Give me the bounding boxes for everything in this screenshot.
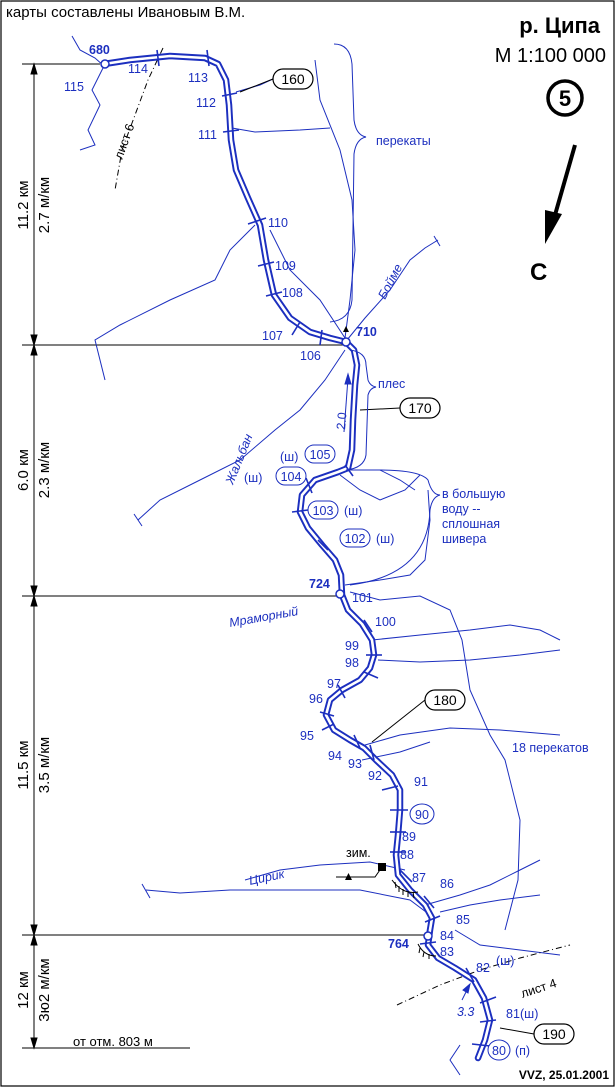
km-100: 100 [375, 615, 396, 629]
km-83: 83 [440, 945, 454, 959]
km-82: 82 [476, 961, 490, 975]
sheet-label-top: лист 6 [112, 122, 138, 161]
km-81: 81 [506, 1007, 520, 1021]
km-87: 87 [412, 871, 426, 885]
flow-speed-2: 3.3 [457, 1005, 474, 1019]
elevation-680: 680 [89, 43, 110, 57]
note-big-water-1: в большую [442, 487, 505, 501]
map-credit: карты составлены Ивановым В.М. [6, 4, 245, 21]
note-big-water-4: шивера [442, 532, 486, 546]
km-91: 91 [414, 775, 428, 789]
section-1-length: 11.2 км [15, 180, 32, 229]
contour-label-180: 180 [433, 692, 457, 708]
km-98: 98 [345, 656, 359, 670]
km-88: 88 [400, 848, 414, 862]
km-105: 105 [310, 448, 331, 462]
sheet-label-bottom: лист 4 [519, 976, 558, 1001]
flow-speed-1: 2.0 [334, 412, 349, 431]
main-river [100, 52, 494, 1062]
km-110: 110 [268, 216, 288, 230]
km-107: 107 [262, 329, 283, 343]
cliff-icon [391, 879, 437, 959]
rapid-mark-82: (ш) [496, 954, 514, 968]
tributary-boyme: Бойме [375, 262, 405, 302]
km-90: 90 [415, 808, 429, 822]
km-115: 115 [64, 80, 84, 94]
section-3-gradient: 3.5 м/км [36, 737, 53, 793]
km-113: 113 [188, 71, 208, 85]
km-108: 108 [282, 286, 303, 300]
km-89: 89 [402, 830, 416, 844]
section-4-gradient: 3ю2 м/км [36, 958, 53, 1021]
tributary-tsirik: Цирик [248, 867, 287, 888]
section-4-length: 12 км [15, 971, 32, 1009]
note-braces [329, 43, 441, 586]
km-102: 102 [345, 532, 366, 546]
contour-label-190: 190 [542, 1026, 566, 1042]
footer-signature: VVZ, 25.01.2001 [519, 1068, 609, 1082]
river-title: р. Ципа [519, 13, 601, 38]
km-92: 92 [368, 769, 382, 783]
km-94: 94 [328, 749, 342, 763]
peak-icon [343, 326, 349, 332]
north-label: С [530, 259, 547, 286]
winter-hut-label: зим. [346, 846, 371, 860]
section-scale [22, 62, 425, 1050]
km-97: 97 [327, 677, 341, 691]
km-86: 86 [440, 877, 454, 891]
km-93: 93 [348, 757, 362, 771]
sheet-boundaries [114, 47, 571, 1006]
km-ticks [156, 49, 497, 1047]
north-arrow-icon [545, 144, 577, 244]
elevation-724: 724 [309, 577, 330, 591]
flow-arrow-icon [343, 372, 471, 1001]
section-2-length: 6.0 км [15, 449, 32, 491]
km-99: 99 [345, 639, 359, 653]
note-big-water-3: сплошная [442, 517, 500, 531]
km-103: 103 [313, 504, 334, 518]
contour-label-170: 170 [408, 400, 432, 416]
km-114: 114 [128, 62, 148, 76]
winter-hut-pointer [336, 866, 383, 878]
note-18-perekatov: 18 перекатов [512, 741, 589, 755]
tributary-lines [71, 35, 561, 1076]
elevation-764: 764 [388, 937, 409, 951]
rapid-mark-104: (ш) [244, 471, 262, 485]
rapid-mark-81: (ш) [520, 1007, 538, 1021]
section-3-length: 11.5 км [15, 740, 32, 789]
note-ples: плес [378, 377, 405, 391]
rapid-mark-102: (ш) [376, 532, 394, 546]
elevation-points [100, 59, 433, 941]
km-95: 95 [300, 729, 314, 743]
km-96: 96 [309, 692, 323, 706]
rapid-mark-105: (ш) [280, 450, 298, 464]
note-perekaty: перекаты [376, 134, 431, 148]
contour-label-160: 160 [281, 71, 305, 87]
bottom-elevation-note: от отм. 803 м [73, 1034, 153, 1049]
section-2-gradient: 2.3 м/км [36, 442, 53, 498]
elevation-710: 710 [356, 325, 377, 339]
km-101: 101 [352, 591, 373, 605]
sheet-number: 5 [559, 86, 571, 111]
map-scale: М 1:100 000 [495, 45, 606, 67]
note-big-water-2: воду -- [442, 502, 481, 516]
km-80: 80 [492, 1044, 506, 1058]
km-112: 112 [196, 96, 216, 110]
km-109: 109 [275, 259, 296, 273]
km-85: 85 [456, 913, 470, 927]
rapid-mark-103: (ш) [344, 504, 362, 518]
km-104: 104 [281, 470, 302, 484]
tributary-mramorny: Мраморный [228, 604, 299, 630]
sheet-number-circle [546, 79, 584, 117]
section-1-gradient: 2.7 м/км [36, 177, 53, 233]
km-84: 84 [440, 929, 454, 943]
rapid-mark-80: (п) [515, 1044, 530, 1058]
km-111: 111 [198, 128, 217, 142]
km-106: 106 [300, 349, 321, 363]
